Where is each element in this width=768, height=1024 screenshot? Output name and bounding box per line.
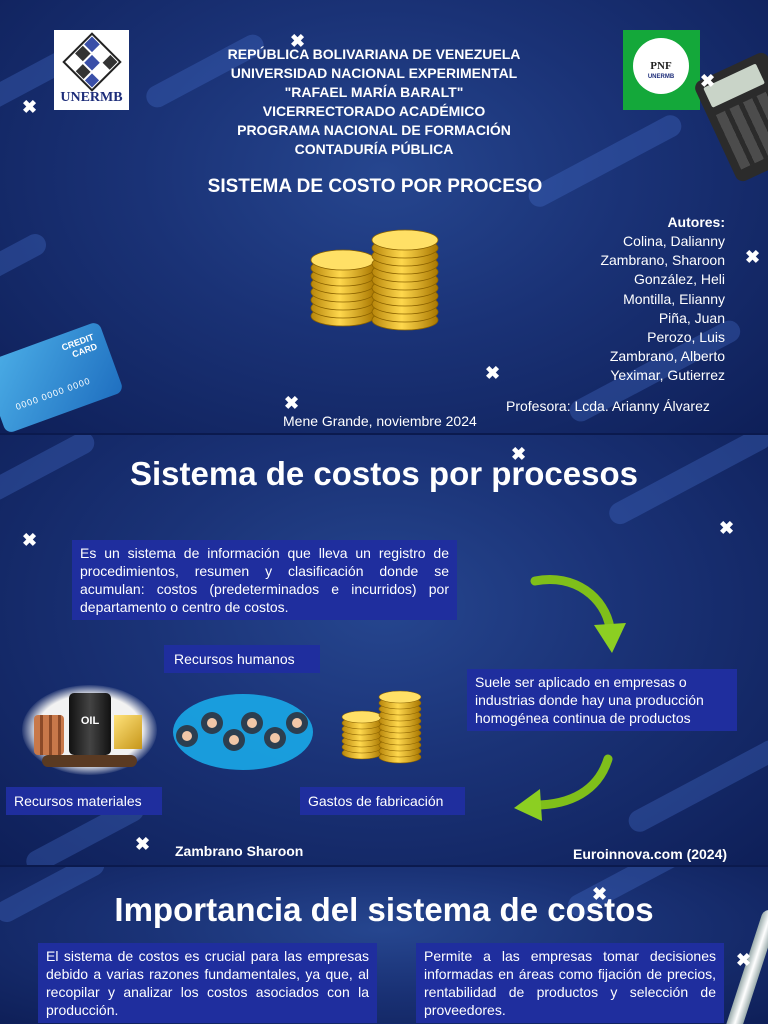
x-mark-icon: ✖	[719, 518, 735, 538]
institution-header: REPÚBLICA BOLIVARIANA DE VENEZUELA UNIVE…	[184, 45, 564, 159]
unermb-logo: UNERMB	[54, 30, 129, 110]
importance-left-box: El sistema de costos es crucial para las…	[38, 943, 377, 1023]
definition-box: Es un sistema de información que lleva u…	[72, 540, 457, 620]
application-box: Suele ser aplicado en empresas o industr…	[467, 669, 737, 731]
decorative-stripe	[0, 230, 50, 292]
pnf-logo-text: PNF	[650, 60, 672, 72]
header-line: UNIVERSIDAD NACIONAL EXPERIMENTAL	[230, 65, 518, 81]
author-name: Zambrano, Alberto	[609, 348, 725, 365]
authors-heading: Autores:	[667, 214, 725, 230]
header-line: CONTADURÍA PÚBLICA	[294, 141, 454, 157]
decorative-stripe	[624, 736, 768, 836]
author-name: Colina, Dalianny	[623, 233, 725, 249]
manufacturing-costs-coins-illustration	[341, 690, 422, 764]
x-mark-icon: ✖	[290, 31, 306, 51]
x-mark-icon: ✖	[284, 393, 300, 413]
header-line: REPÚBLICA BOLIVARIANA DE VENEZUELA	[227, 46, 521, 62]
x-mark-icon: ✖	[22, 530, 38, 550]
coins-illustration	[310, 229, 439, 331]
x-mark-icon: ✖	[485, 363, 501, 383]
label-gastos-fabricacion: Gastos de fabricación	[300, 787, 465, 815]
pnf-logo: PNF UNERMB	[623, 30, 700, 110]
green-arrow-icon	[514, 754, 613, 821]
author-name: Perozo, Luis	[647, 329, 725, 346]
author-credit: Zambrano Sharoon	[175, 843, 304, 859]
pnf-logo-subtext: UNERMB	[647, 74, 675, 80]
label-recursos-materiales: Recursos materiales	[6, 787, 162, 815]
card-label: CREDIT CARD	[60, 331, 99, 360]
x-mark-icon: ✖	[745, 247, 761, 267]
title-slide: UNERMB PNF UNERMB REPÚBLICA BOLIVARIANA …	[0, 0, 768, 433]
presentation-title: SISTEMA DE COSTO POR PROCESO	[207, 176, 543, 197]
slide-title: Sistema de costos por procesos	[129, 455, 638, 492]
human-resources-illustration	[173, 694, 313, 770]
card-number: 0000 0000 0000	[14, 375, 93, 412]
x-mark-icon: ✖	[135, 834, 151, 854]
label-recursos-humanos: Recursos humanos	[164, 645, 320, 673]
x-mark-icon: ✖	[22, 97, 38, 117]
x-mark-icon: ✖	[736, 950, 752, 970]
x-mark-icon: ✖	[700, 71, 716, 91]
author-name: Montilla, Elianny	[623, 290, 725, 307]
importance-right-box: Permite a las empresas tomar decisiones …	[416, 943, 724, 1023]
header-line: "RAFAEL MARÍA BARALT"	[284, 84, 464, 100]
raw-materials-illustration: OIL	[22, 685, 157, 775]
author-name: Zambrano, Sharoon	[600, 252, 725, 269]
authors-list: Colina, Dalianny Zambrano, Sharoon Gonzá…	[600, 232, 725, 386]
header-line: PROGRAMA NACIONAL DE FORMACIÓN	[237, 122, 511, 138]
x-mark-icon: ✖	[511, 444, 527, 464]
oil-barrel-label: OIL	[80, 715, 100, 727]
place-date: Mene Grande, noviembre 2024	[283, 413, 477, 429]
header-line: VICERRECTORADO ACADÉMICO	[262, 103, 486, 119]
author-name: González, Heli	[633, 271, 725, 288]
author-name: Yeximar, Gutierrez	[610, 367, 725, 384]
author-name: Piña, Juan	[658, 309, 725, 326]
source-citation: Euroinnova.com (2024)	[573, 846, 728, 862]
slide-title: Importancia del sistema de costos	[114, 891, 654, 928]
credit-card-illustration: CREDIT CARD 0000 0000 0000	[0, 320, 125, 433]
professor-name: Profesora: Lcda. Arianny Álvarez	[506, 398, 710, 414]
x-mark-icon: ✖	[592, 884, 608, 904]
importance-slide: Importancia del sistema de costos El sis…	[0, 867, 768, 1024]
process-cost-slide: Sistema de costos por procesos Es un sis…	[0, 435, 768, 865]
green-arrow-icon	[530, 575, 626, 653]
unermb-logo-text: UNERMB	[60, 90, 123, 105]
